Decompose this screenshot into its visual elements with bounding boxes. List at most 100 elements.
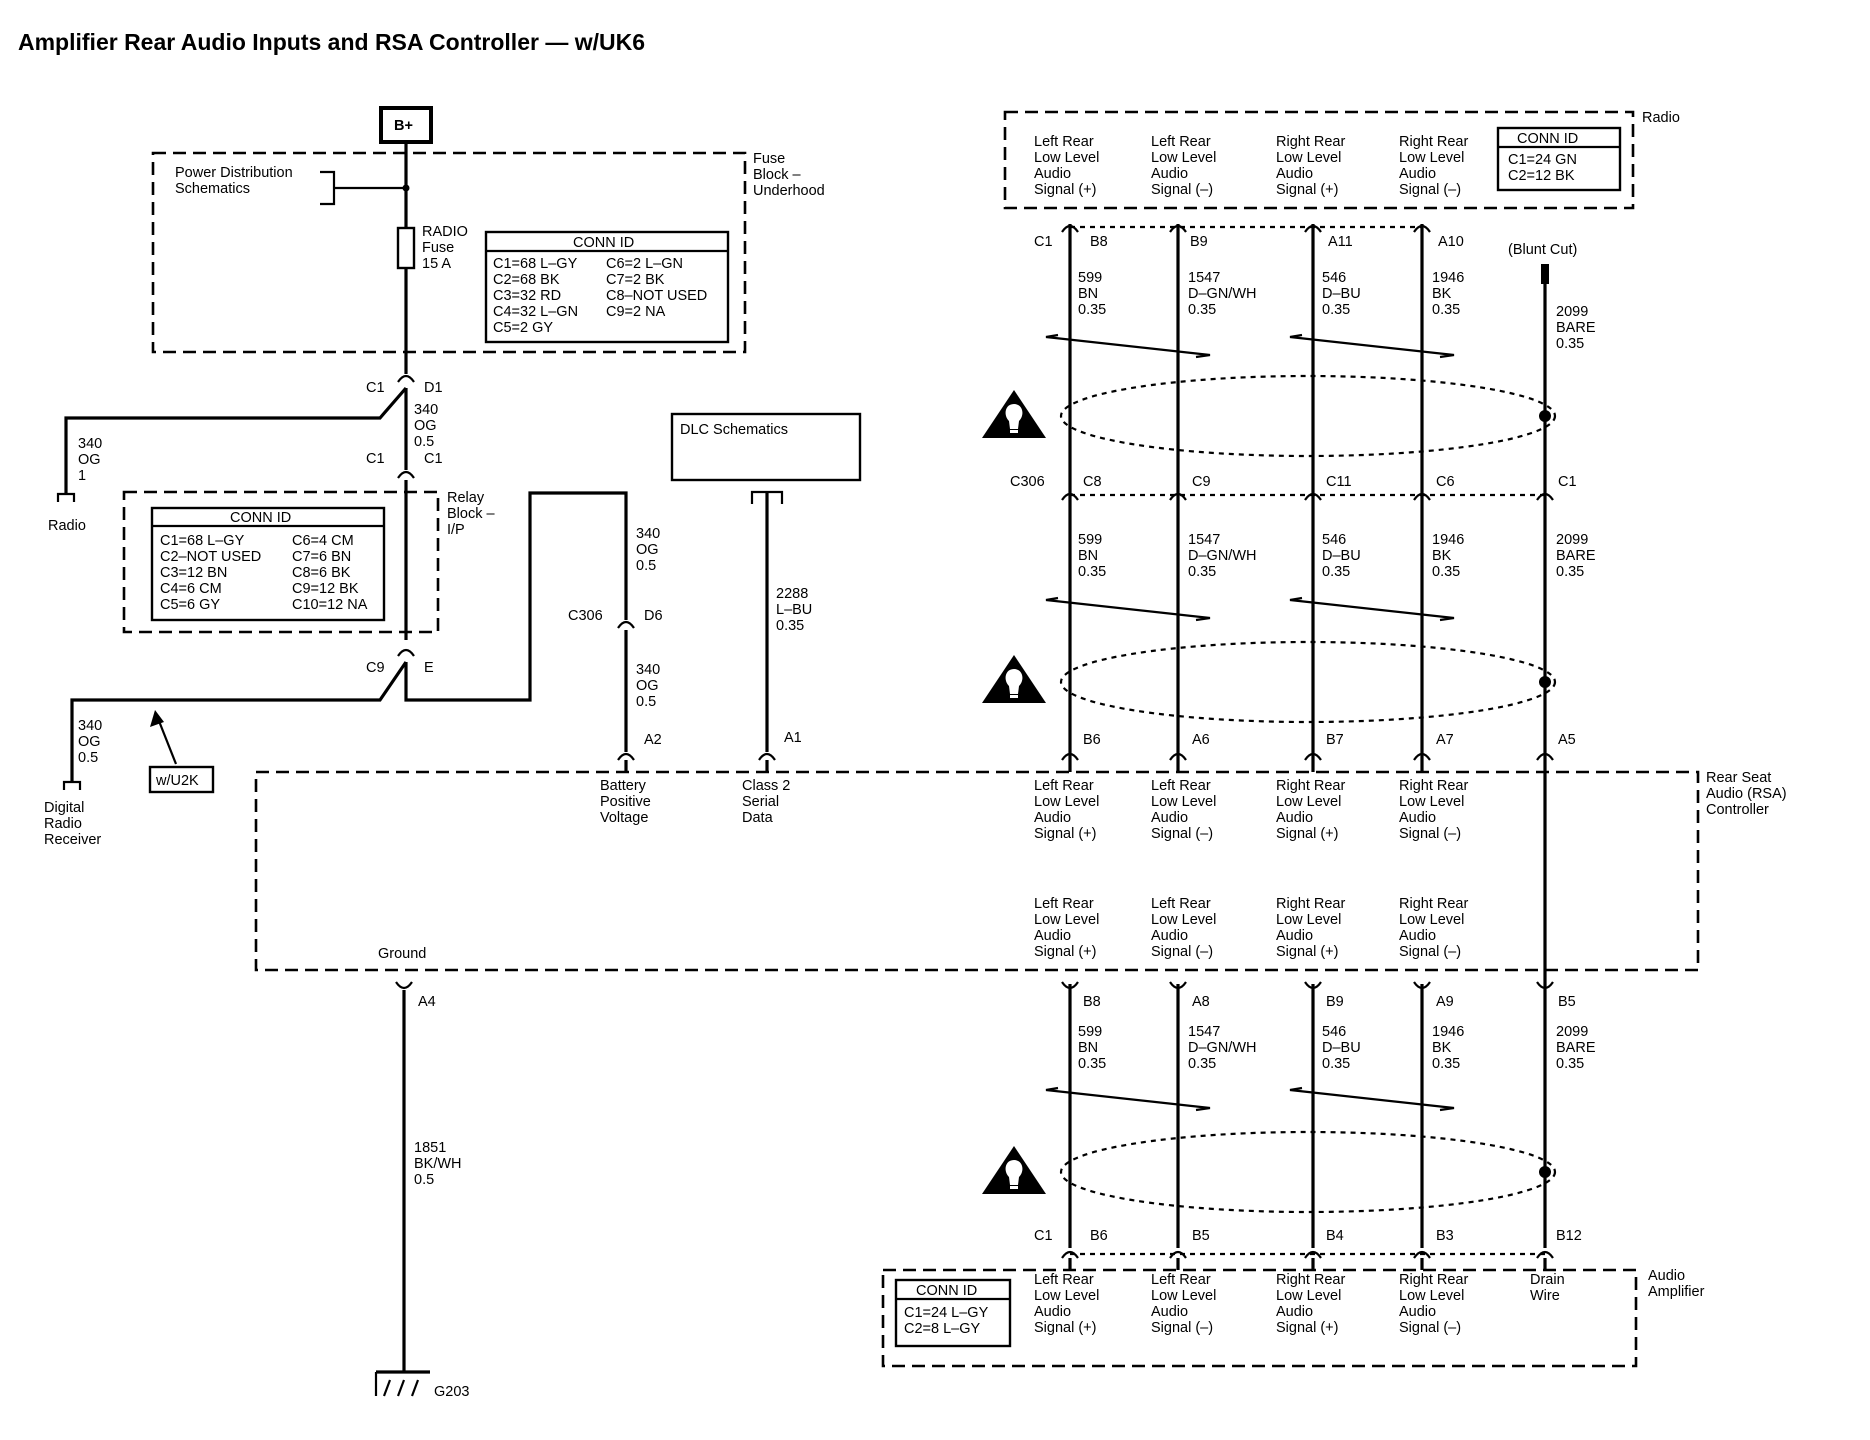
amp-pin-5: B12 [1556,1228,1582,1244]
wires-bottom-labels: 599 BN 0.35 1547 D–GN/WH 0.35 546 D–BU 0… [1078,1024,1596,1072]
radio-branch-dest: Radio [48,518,86,534]
wire-top-4-l2: BK [1432,286,1452,302]
ground-wire-2: BK/WH [414,1156,462,1172]
warning-icon-bottom [982,1146,1046,1194]
bpv-inline-left: C306 [568,608,603,624]
relay-conn-left-5: C5=6 GY [160,597,220,613]
wire-bottom-4-l3: 0.35 [1432,1056,1460,1072]
rsa-top-pin-1: B6 [1083,732,1101,748]
wire-bottom-1-l1: 599 [1078,1024,1102,1040]
radio-signal-1-l4: Signal (+) [1034,182,1096,198]
bpv-wire-lower-2: OG [636,678,659,694]
rsa-bottom-signal-3-l3: Audio [1276,928,1313,944]
c306-connector-4 [1413,492,1431,501]
shield-bottom [1059,1130,1557,1214]
wire-top-4-l3: 0.35 [1432,302,1460,318]
rsa-top-signal-4-l1: Right Rear [1399,778,1468,794]
rsa-bottom-pin-2: A8 [1192,994,1210,1010]
radio-pin-2: B9 [1190,234,1208,250]
drr-wire-2: OG [78,734,101,750]
amp-pin-connector-4 [1413,1250,1431,1259]
rsa-bottom-pin-5: B5 [1558,994,1576,1010]
amp-pin-2: B5 [1192,1228,1210,1244]
radio-fuse-label-1: RADIO [422,224,468,240]
amp-pin-connector-3 [1304,1250,1322,1259]
ground-wire-1: 1851 [414,1140,446,1156]
drr-dest-1: Digital [44,800,84,816]
drr-wire-1: 340 [78,718,102,734]
twist-marker-bottom-left [1045,1086,1211,1112]
wire-mid-5-l3: 0.35 [1556,564,1584,580]
wire-mid-5-l2: BARE [1556,548,1596,564]
radio-signals: Left Rear Low Level Audio Signal (+) Lef… [1034,134,1468,198]
rsa-bottom-connector-4 [1413,981,1431,990]
rsa-top-pin-3: B7 [1326,732,1344,748]
rsa-bottom-signal-3-l4: Signal (+) [1276,944,1338,960]
rsa-top-pin-5: A5 [1558,732,1576,748]
bpv-label-2: Positive [600,794,651,810]
wire-bottom-3-l2: D–BU [1322,1040,1361,1056]
battery-positive-label: B+ [394,118,413,134]
dlc-box-label: DLC Schematics [680,422,788,438]
ground-wire-3: 0.5 [414,1172,434,1188]
blunt-cut-label: (Blunt Cut) [1508,242,1577,258]
amp-signal-2-l1: Left Rear [1151,1272,1211,1288]
shield-top [1059,374,1557,458]
rsa-bottom-signal-4-l4: Signal (–) [1399,944,1461,960]
rsa-top-signal-2-l1: Left Rear [1151,778,1211,794]
bpv-pin-connector [617,752,635,761]
wire-bottom-4-l1: 1946 [1432,1024,1464,1040]
rsa-bottom-signal-3-l2: Low Level [1276,912,1341,928]
twist-marker-bottom-right [1289,1086,1455,1112]
relay-block-in-connector [397,470,415,479]
rsa-top-connector-2 [1169,752,1187,761]
c306-connector-2 [1169,492,1187,501]
dlc-label-3: Data [742,810,774,826]
relay-block-outline [122,490,440,634]
wires-top-labels: 599 BN 0.35 1547 D–GN/WH 0.35 546 D–BU 0… [1078,270,1596,352]
dlc-pin: A1 [784,730,802,746]
amp-signal-1-l3: Audio [1034,1304,1071,1320]
relay-conn-left-1: C1=68 L–GY [160,533,245,549]
drr-dest-3: Receiver [44,832,101,848]
amp-pin-3: B4 [1326,1228,1344,1244]
shield-mid [1059,640,1557,724]
wire-bottom-3-l3: 0.35 [1322,1056,1350,1072]
radio-conn-line-1: C1=24 GN [1508,152,1577,168]
amp-conn-id-title: CONN ID [916,1283,977,1299]
rsa-top-signal-3-l1: Right Rear [1276,778,1345,794]
rsa-top-connector-1 [1061,752,1079,761]
drr-dest-2: Radio [44,816,82,832]
amp-pin-1: B6 [1090,1228,1108,1244]
rsa-bottom-signal-2-l1: Left Rear [1151,896,1211,912]
radio-signal-3-l3: Audio [1276,166,1313,182]
rsa-bottom-signal-2-l3: Audio [1151,928,1188,944]
relay-block-name-1: Relay [447,490,485,506]
amp-signal-3-l3: Audio [1276,1304,1313,1320]
wire-top-2-l1: 1547 [1188,270,1220,286]
amp-signals: Left Rear Low Level Audio Signal (+) Lef… [1034,1272,1565,1336]
page-title: Amplifier Rear Audio Inputs and RSA Cont… [18,29,645,55]
amp-pin-4: B3 [1436,1228,1454,1244]
amp-pin-connector-5 [1536,1250,1554,1259]
fuse-out-conn-left: C1 [366,380,385,396]
wire-mid-4-l1: 1946 [1432,532,1464,548]
radio-conn-id-table: CONN ID C1=24 GN C2=12 BK [1496,126,1622,192]
wire-top-5-l3: 0.35 [1556,336,1584,352]
rsa-ground-connector [395,981,413,990]
rsa-bottom-connector-5 [1536,981,1554,990]
wire-bottom-1-l3: 0.35 [1078,1056,1106,1072]
amp-signal-4-l2: Low Level [1399,1288,1464,1304]
radio-module-name: Radio [1642,110,1680,126]
wire-mid-2-l1: 1547 [1188,532,1220,548]
rsa-bottom-pin-3: B9 [1326,994,1344,1010]
rsa-name-3: Controller [1706,802,1769,818]
relay-conn-right-1: C6=4 CM [292,533,354,549]
fuse-conn-left-1: C1=68 L–GY [493,256,578,272]
bpv-label-3: Voltage [600,810,648,826]
option-label: w/U2K [155,773,199,789]
power-dist-label-2: Schematics [175,181,250,197]
fuse-conn-right-3: C8–NOT USED [606,288,707,304]
wire-mid-3-l3: 0.35 [1322,564,1350,580]
relay-block-name-2: Block – [447,506,495,522]
